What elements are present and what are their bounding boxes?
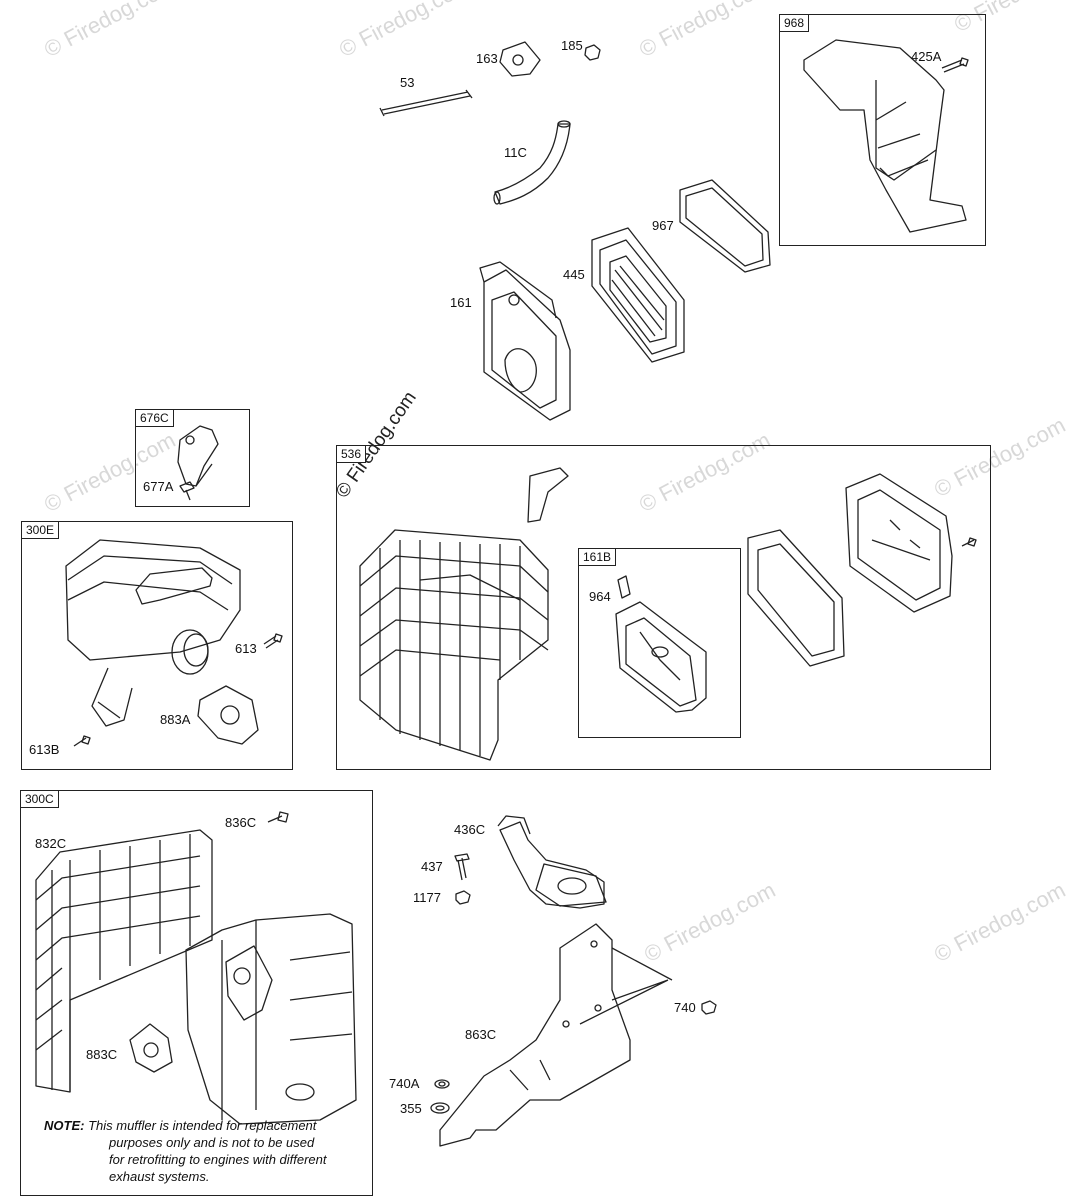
box-968: 968: [779, 14, 986, 246]
part-label-163: 163: [476, 51, 498, 66]
replacement-note: NOTE: This muffler is intended for repla…: [44, 1117, 327, 1185]
part-161-base: [479, 261, 571, 421]
part-label-677A: 677A: [143, 479, 174, 494]
part-677A-screw: [179, 481, 195, 501]
note-line-2: purposes only and is not to be used: [109, 1135, 315, 1150]
part-185-nut: [584, 44, 601, 61]
part-613-bolt: [263, 633, 283, 649]
part-label-967: 967: [652, 218, 674, 233]
part-300E-muffler: [65, 539, 241, 727]
part-355-washer: [430, 1102, 450, 1114]
box-536: 536: [336, 445, 991, 770]
part-964-pin: [617, 575, 631, 599]
part-label-1177: 1177: [413, 890, 441, 905]
part-161B-base: [615, 601, 707, 713]
part-445-filter: [591, 227, 685, 363]
part-436C-elbow: [497, 815, 607, 909]
part-536-bolt: [961, 537, 977, 547]
part-536-filter: [747, 529, 845, 667]
part-536-handle: [527, 467, 569, 523]
part-label-964: 964: [589, 589, 611, 604]
part-label-832C: 832C: [35, 836, 67, 851]
part-label-883A: 883A: [160, 712, 191, 727]
part-label-185: 185: [561, 38, 583, 53]
part-53-rod: [379, 89, 473, 117]
note-line-4: exhaust systems.: [109, 1169, 210, 1184]
part-label-613: 613: [235, 641, 257, 656]
part-676C-bracket: [177, 425, 219, 487]
part-437-bolt: [454, 853, 470, 881]
part-536-cover: [845, 473, 953, 613]
part-label-425A: 425A: [911, 49, 942, 64]
part-label-613B: 613B: [29, 742, 60, 757]
part-832C-shield: [35, 829, 213, 1093]
part-label-740A: 740A: [389, 1076, 420, 1091]
note-prefix: NOTE:: [44, 1118, 85, 1133]
box-label-536: 536: [337, 446, 367, 463]
box-label-968: 968: [780, 15, 810, 32]
part-11C-tube: [493, 120, 571, 205]
box-label-300E: 300E: [22, 522, 60, 539]
part-740A-washer: [434, 1079, 450, 1089]
part-1177-nut: [455, 890, 471, 905]
part-label-53: 53: [400, 75, 415, 90]
part-300C-muffler: [185, 913, 357, 1125]
part-label-11C: 11C: [504, 145, 527, 160]
box-label-300C: 300C: [21, 791, 59, 808]
part-label-883C: 883C: [86, 1047, 118, 1062]
part-label-836C: 836C: [225, 815, 257, 830]
note-line-3: for retrofitting to engines with differe…: [109, 1152, 327, 1167]
box-300E: 300E: [21, 521, 293, 770]
part-label-436C: 436C: [454, 822, 486, 837]
part-label-445: 445: [563, 267, 585, 282]
part-968-shroud: [803, 39, 967, 233]
part-863C-bracket: [439, 923, 673, 1147]
part-536-cage: [359, 529, 549, 761]
part-613B-bolt: [73, 735, 91, 747]
part-425A-bolt: [941, 57, 969, 73]
part-740-nut: [701, 1000, 717, 1015]
part-label-740: 740: [674, 1000, 696, 1015]
note-line-1: This muffler is intended for replacement: [88, 1118, 317, 1133]
part-label-437: 437: [421, 859, 443, 874]
box-676C: 676C: [135, 409, 250, 507]
part-label-355: 355: [400, 1101, 422, 1116]
part-883C-gasket: [129, 1023, 173, 1073]
box-300C: 300C: [20, 790, 373, 1196]
part-label-161: 161: [450, 295, 472, 310]
box-label-676C: 676C: [136, 410, 174, 427]
box-161B: 161B: [578, 548, 741, 738]
part-label-863C: 863C: [465, 1027, 497, 1042]
part-967-gasket: [679, 179, 771, 273]
part-163-gasket: [499, 41, 541, 77]
part-883A-gasket: [197, 685, 259, 745]
part-836C-bolt: [267, 811, 289, 823]
box-label-161B: 161B: [579, 549, 617, 566]
